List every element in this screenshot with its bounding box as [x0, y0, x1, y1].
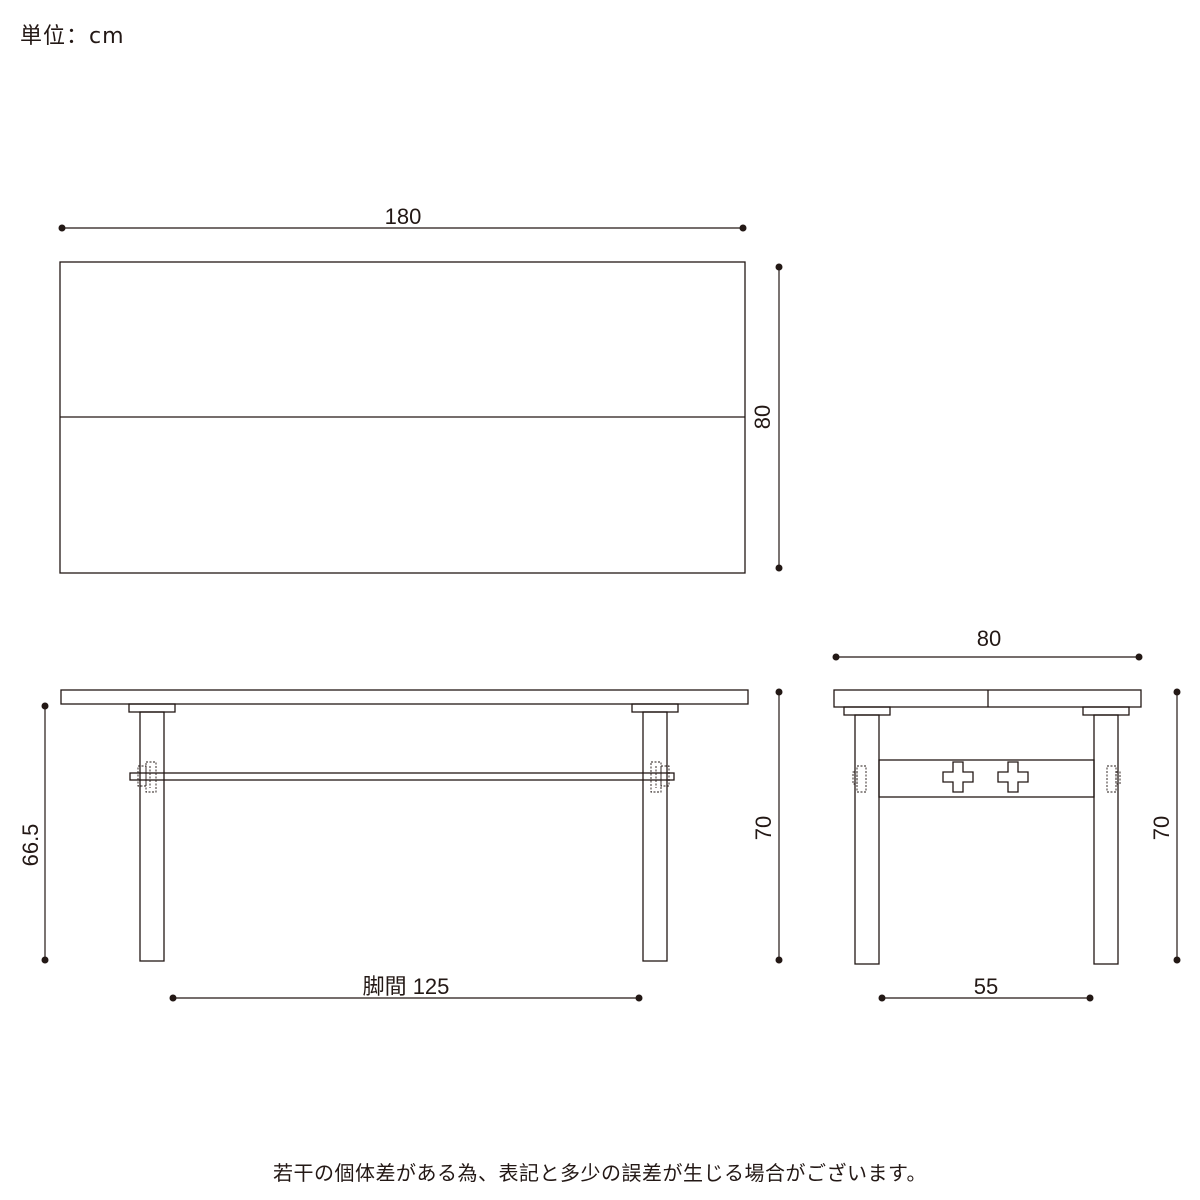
side-apron: [878, 759, 1095, 798]
front-leg-left: [139, 711, 165, 962]
front-leg-height-label: 66.5: [18, 824, 43, 867]
top-view: 180 80: [58, 204, 783, 574]
front-leg-cap-right: [631, 703, 679, 713]
dimension-dot: [775, 263, 783, 271]
side-leg-cap-left: [843, 706, 891, 716]
side-leg-right: [1093, 714, 1119, 965]
dimension-dot: [775, 956, 783, 964]
front-view: 66.5 70 脚間 125: [18, 688, 783, 1002]
dimension-dot: [41, 956, 49, 964]
dimension-dot: [775, 564, 783, 572]
dimension-dot: [635, 994, 643, 1002]
dimension-dot: [775, 688, 783, 696]
side-leg-left: [854, 714, 880, 965]
dimension-dot: [58, 224, 66, 232]
dimension-dot: [1173, 956, 1181, 964]
front-bolt-right: [650, 761, 662, 793]
side-bolt-right: [1106, 765, 1117, 793]
unit-label: 単位：cm: [20, 24, 125, 49]
front-leg-right: [642, 711, 668, 962]
front-stretcher: [129, 772, 675, 781]
front-bolt-right-head: [660, 765, 670, 787]
top-width-label: 180: [385, 204, 422, 229]
dimension-dot: [1173, 688, 1181, 696]
side-bolt-left: [856, 765, 867, 793]
dimension-dot: [878, 994, 886, 1002]
dimension-dot: [41, 702, 49, 710]
dimension-dot: [832, 653, 840, 661]
cross-bracket-right: [997, 761, 1029, 793]
cross-bracket-left: [942, 761, 974, 793]
front-leg-cap-left: [128, 703, 176, 713]
side-leg-span-label: 55: [974, 974, 998, 999]
top-depth-label: 80: [750, 405, 775, 429]
front-tabletop: [60, 689, 749, 705]
side-width-label: 80: [977, 626, 1001, 651]
side-total-height-label: 70: [1149, 816, 1174, 840]
dimension-dot: [169, 994, 177, 1002]
front-leg-span-label: 脚間 125: [363, 974, 450, 999]
front-total-height-label: 70: [751, 816, 776, 840]
dimension-dot: [1086, 994, 1094, 1002]
disclaimer-note: 若干の個体差がある為、表記と多少の誤差が生じる場合がございます。: [273, 1161, 927, 1185]
side-view: 80 70 55: [832, 626, 1181, 1002]
side-leg-cap-right: [1082, 706, 1130, 716]
dimension-dot: [739, 224, 747, 232]
front-bolt-left-head: [137, 765, 147, 787]
dimension-dot: [1135, 653, 1143, 661]
front-bolt-left: [145, 761, 157, 793]
